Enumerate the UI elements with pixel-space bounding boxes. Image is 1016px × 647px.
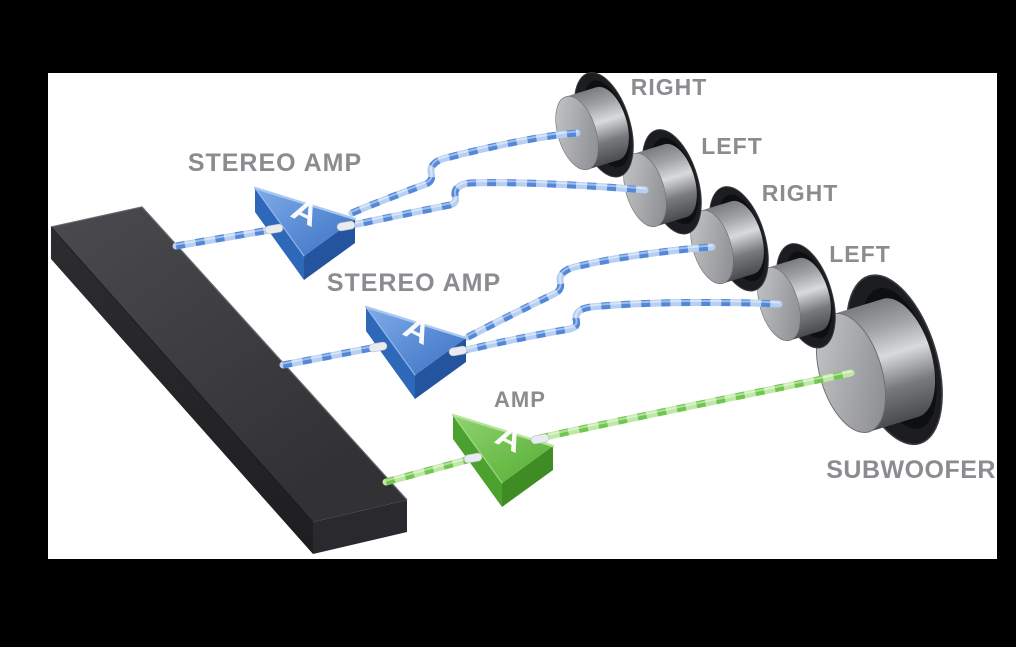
wire-stub [368, 341, 388, 353]
label-speaker-right-2: RIGHT [762, 180, 839, 206]
wire-stereo-amp-1-to-speaker-right-1 [348, 129, 581, 217]
label-stereo-amp-1: STEREO AMP [188, 149, 362, 177]
label-speaker-left-1: LEFT [701, 133, 763, 159]
wire-stub [336, 220, 356, 232]
wire-stereo-amp-2-to-speaker-left-2 [454, 298, 783, 356]
wire-stub [530, 433, 550, 445]
label-speaker-right-1: RIGHT [631, 74, 708, 100]
source-device-bar [50, 206, 408, 554]
wire-stub [448, 345, 468, 357]
wire-stub [463, 452, 483, 464]
wire-stereo-amp-2-to-speaker-right-2 [464, 243, 716, 341]
label-mono-amp: AMP [494, 387, 546, 412]
label-subwoofer: SUBWOOFER [826, 456, 996, 484]
label-stereo-amp-2: STEREO AMP [327, 269, 501, 297]
wire-mono-amp-to-subwoofer [536, 369, 855, 442]
label-speaker-left-2: LEFT [829, 241, 891, 267]
wire-stereo-amp-1-to-speaker-left-1 [340, 179, 649, 231]
wire-stub [264, 223, 284, 235]
